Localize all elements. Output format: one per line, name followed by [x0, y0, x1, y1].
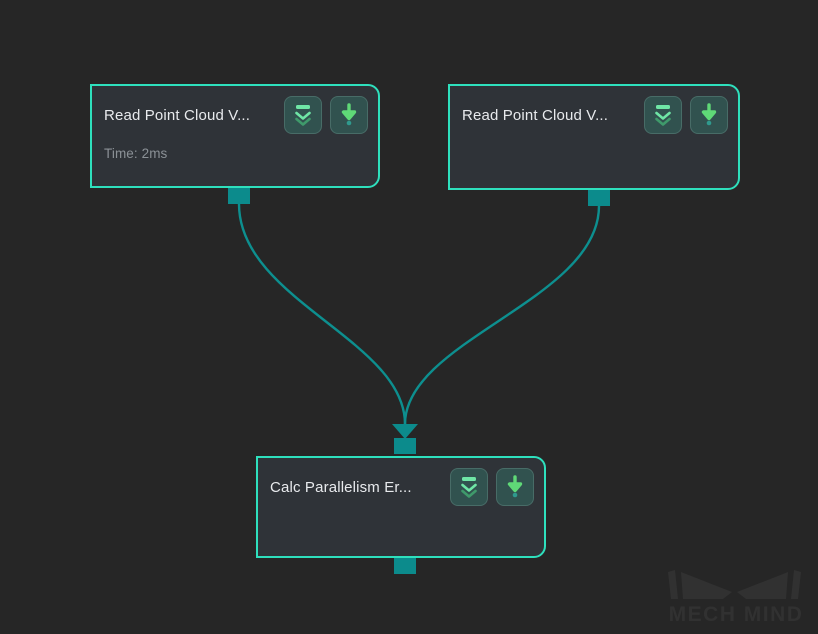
node-time-label — [450, 134, 738, 146]
download-arrow-icon — [701, 103, 717, 126]
node-title: Read Point Cloud V... — [462, 106, 609, 124]
node-header: Calc Parallelism Er... — [258, 458, 544, 506]
node-time-label — [258, 506, 544, 518]
output-port-read-point-cloud-1[interactable] — [228, 188, 250, 204]
edge-read-point-cloud-1-to-calc — [237, 202, 407, 426]
node-read-point-cloud-1[interactable]: Read Point Cloud V... Time: 2ms — [90, 84, 380, 188]
edge-read-point-cloud-2-to-calc — [403, 204, 601, 426]
node-title: Read Point Cloud V... — [104, 106, 251, 124]
download-arrow-icon — [341, 103, 357, 126]
node-header: Read Point Cloud V... — [450, 86, 738, 134]
collapse-chevrons-icon — [655, 105, 671, 126]
output-port-calc-parallelism-error[interactable] — [394, 558, 416, 574]
node-time-label: Time: 2ms — [104, 146, 168, 161]
output-port-read-point-cloud-2[interactable] — [588, 190, 610, 206]
node-header: Read Point Cloud V... — [92, 86, 378, 134]
input-port-calc-parallelism-error[interactable] — [394, 438, 416, 454]
download-arrow-icon — [507, 475, 523, 498]
node-read-point-cloud-2[interactable]: Read Point Cloud V... — [448, 84, 740, 190]
node-calc-parallelism-error[interactable]: Calc Parallelism Er... — [256, 456, 546, 558]
collapse-button[interactable] — [284, 96, 322, 134]
collapse-button[interactable] — [450, 468, 488, 506]
run-to-here-button[interactable] — [496, 468, 534, 506]
node-title: Calc Parallelism Er... — [270, 478, 412, 496]
collapse-chevrons-icon — [461, 477, 477, 498]
run-to-here-button[interactable] — [690, 96, 728, 134]
run-to-here-button[interactable] — [330, 96, 368, 134]
collapse-chevrons-icon — [295, 105, 311, 126]
collapse-button[interactable] — [644, 96, 682, 134]
input-arrowhead-calc-parallelism-error — [392, 424, 418, 439]
